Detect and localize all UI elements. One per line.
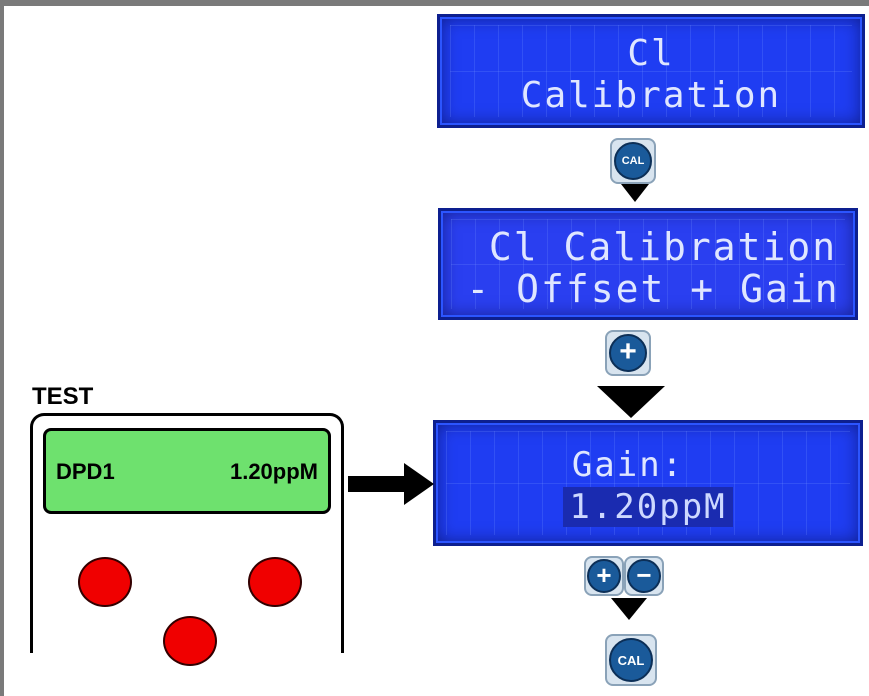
arrow-right-icon — [404, 463, 434, 505]
device-display-reading: 1.20ppM — [229, 459, 318, 484]
plus-key-small[interactable]: + — [584, 556, 624, 596]
cal-key-1[interactable]: CAL — [610, 138, 656, 184]
minus-icon: − — [636, 560, 652, 590]
test-label: TEST — [32, 383, 94, 410]
cal-key-label: CAL — [621, 155, 645, 167]
gain-value: 1.20ppM — [563, 487, 733, 527]
cal-key-label: CAL — [617, 652, 645, 668]
arrow-right-shaft — [348, 476, 408, 492]
frame-left-border — [0, 0, 4, 696]
plus-icon: + — [596, 560, 612, 590]
lcd2-line2: - Offset + Gain — [466, 267, 840, 311]
device-button-bottom[interactable] — [163, 616, 217, 666]
device-display-mode: DPD1 — [56, 459, 115, 484]
lcd3-line2: 1.20ppM — [436, 487, 860, 527]
arrow-down-icon — [597, 386, 665, 418]
lcd-screen-cl-calibration: Cl Calibration — [437, 14, 865, 128]
lcd2-line1: Cl Calibration — [488, 225, 838, 269]
device-display: DPD1 1.20ppM — [43, 428, 331, 514]
device-button-left[interactable] — [78, 557, 132, 607]
arrow-down-icon — [621, 184, 649, 202]
arrow-down-icon — [611, 598, 647, 620]
device-button-right[interactable] — [248, 557, 302, 607]
lcd-pixel-grid — [450, 25, 852, 117]
lcd1-line1: Cl — [627, 33, 675, 74]
plus-icon: + — [619, 335, 637, 368]
lcd3-line1: Gain: — [571, 445, 685, 485]
lcd-screen-gain: Gain: 1.20ppM — [433, 420, 863, 546]
frame-top-border — [0, 0, 869, 6]
plus-key[interactable]: + — [605, 330, 651, 376]
lcd-pixel-grid — [451, 219, 845, 309]
minus-key-small[interactable]: − — [624, 556, 664, 596]
lcd-screen-offset-gain: Cl Calibration - Offset + Gain — [438, 208, 858, 320]
cal-key-2[interactable]: CAL — [605, 634, 657, 686]
lcd1-line2: Calibration — [520, 75, 782, 116]
